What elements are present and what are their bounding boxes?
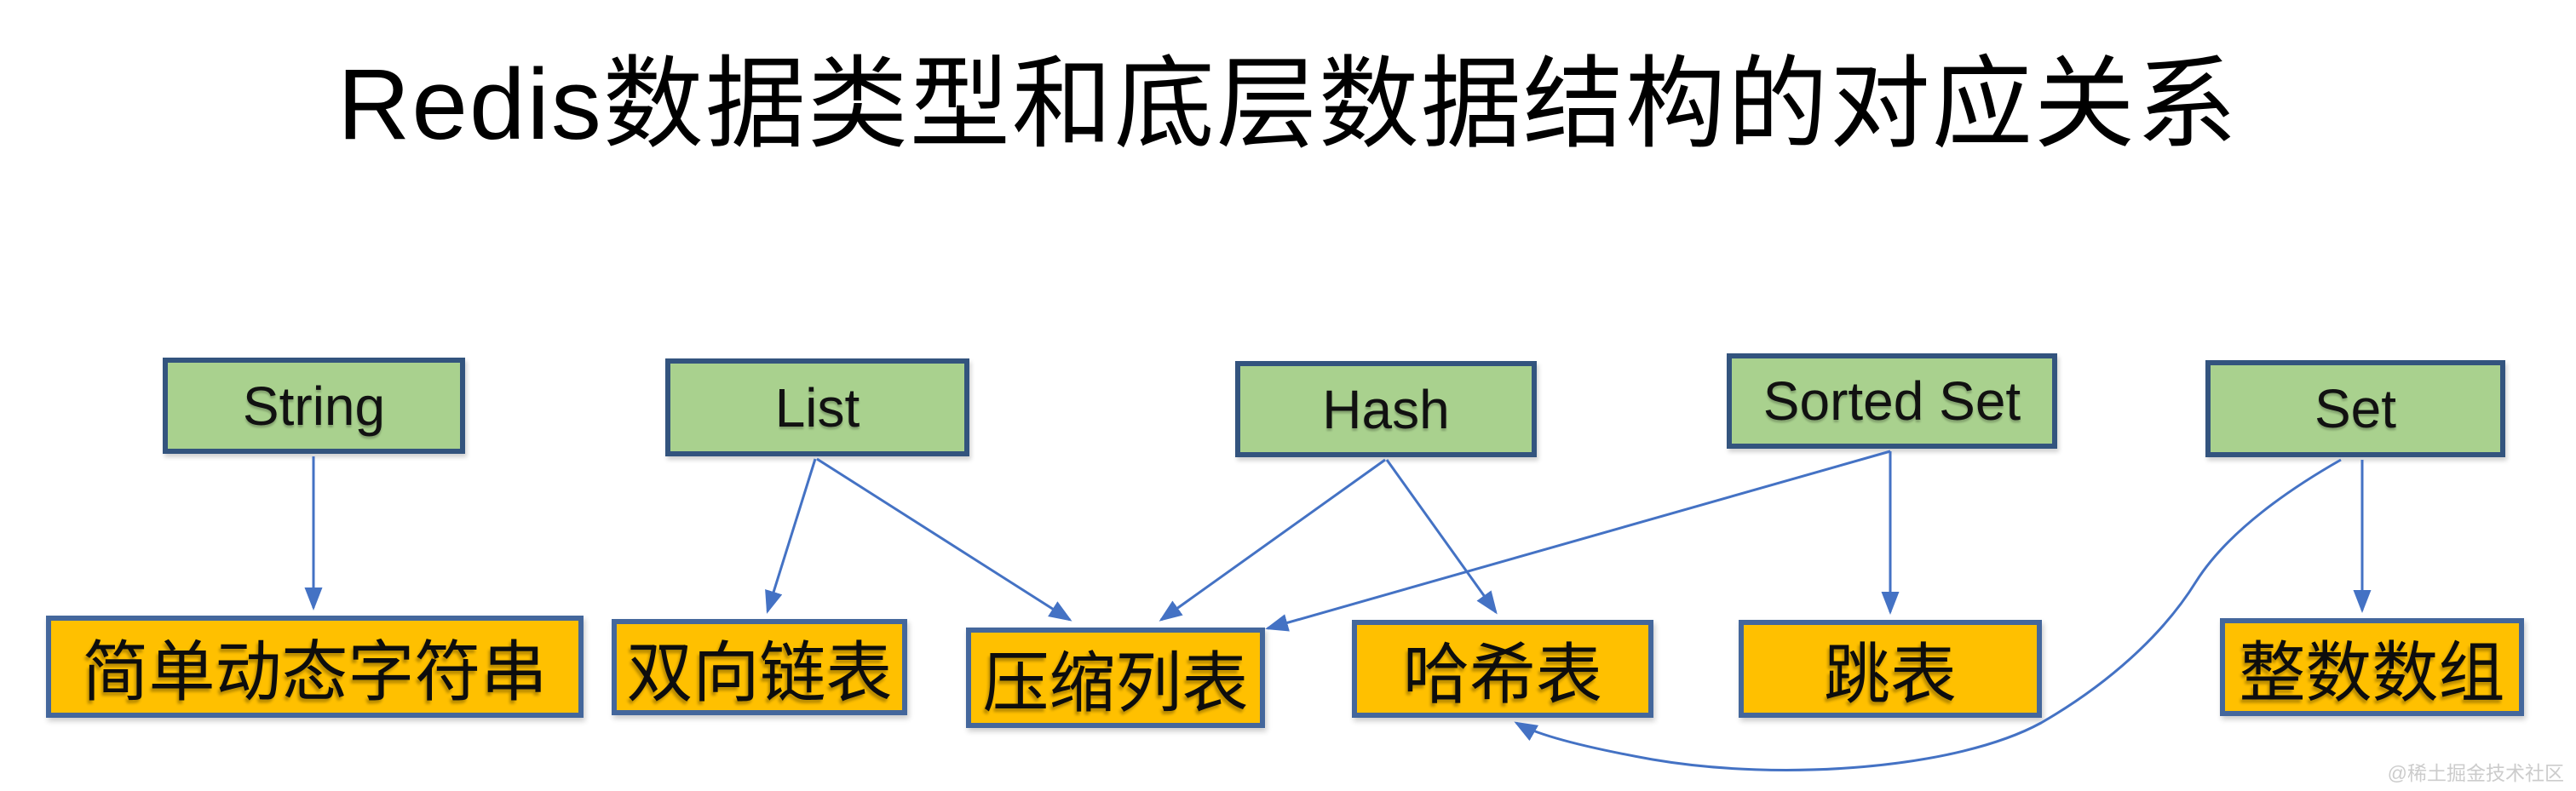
- type-box-label-set: Set: [2314, 378, 2397, 439]
- type-box-hash: Hash: [1235, 361, 1537, 457]
- struct-box-skiplist: 跳表: [1739, 620, 2042, 718]
- struct-box-intarray: 整数数组: [2220, 618, 2524, 716]
- edge-sortedset-to-ziplist: [1265, 450, 1891, 632]
- type-box-list: List: [665, 358, 969, 456]
- type-box-label-hash: Hash: [1322, 378, 1450, 440]
- type-box-string: String: [163, 358, 465, 454]
- page-title: Redis数据类型和底层数据结构的对应关系: [337, 49, 2239, 161]
- struct-box-label-sds: 简单动态字符串: [82, 634, 548, 709]
- edge-list-to-linkedlist: [765, 458, 817, 614]
- type-box-set: Set: [2205, 360, 2505, 457]
- edge-set-to-hashtable: [1514, 458, 2342, 771]
- struct-box-sds: 简单动态字符串: [46, 616, 584, 718]
- struct-box-label-ziplist: 压缩列表: [982, 645, 1249, 720]
- edge-list-to-ziplist: [816, 457, 1072, 622]
- type-box-label-string: String: [242, 375, 386, 437]
- struct-box-ziplist: 压缩列表: [966, 628, 1265, 728]
- struct-box-linkedlist: 双向链表: [612, 619, 907, 715]
- struct-box-label-linkedlist: 双向链表: [626, 634, 893, 710]
- struct-box-label-skiplist: 跳表: [1823, 636, 1957, 712]
- struct-box-label-hashtable: 哈希表: [1402, 636, 1602, 712]
- type-box-label-list: List: [774, 376, 860, 438]
- struct-box-label-intarray: 整数数组: [2239, 634, 2505, 710]
- type-box-label-sortedset: Sorted Set: [1762, 370, 2021, 432]
- watermark: @稀土掘金技术社区: [2387, 762, 2564, 784]
- struct-box-hashtable: 哈希表: [1352, 620, 1653, 718]
- edge-hash-to-ziplist: [1159, 458, 1386, 622]
- edge-hash-to-hashtable: [1385, 459, 1498, 615]
- type-box-sortedset: Sorted Set: [1727, 353, 2057, 449]
